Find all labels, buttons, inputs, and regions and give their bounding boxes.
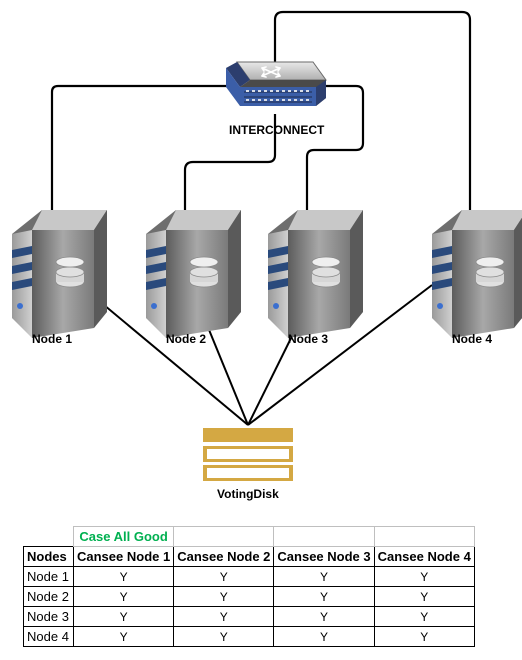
table-title: Case All Good bbox=[72, 526, 175, 547]
cell-value: Y bbox=[273, 586, 375, 607]
column-header: Cansee Node 1 bbox=[72, 546, 175, 567]
disk-stack-icon bbox=[203, 428, 293, 481]
link-node2-switch bbox=[183, 114, 277, 212]
interconnect-label: INTERCONNECT bbox=[229, 123, 325, 137]
link-node1-disk bbox=[91, 294, 249, 426]
corner-header: Nodes bbox=[23, 546, 74, 567]
link-node3-disk bbox=[247, 319, 301, 426]
cell-value: Y bbox=[273, 626, 375, 647]
link-node1-switch bbox=[50, 84, 234, 212]
node-2-label: Node 2 bbox=[166, 332, 207, 346]
cluster-diagram: INTERCONNECT Node 1 Node 2 Node 3 Node 4… bbox=[12, 10, 522, 501]
server-icon-node2 bbox=[146, 210, 241, 338]
cell-value: Y bbox=[72, 566, 175, 587]
voting-disk-label: VotingDisk bbox=[217, 487, 279, 501]
cell-value: Y bbox=[72, 626, 175, 647]
row-name: Node 4 bbox=[23, 626, 74, 647]
table-caption-row: Case All Good bbox=[24, 526, 475, 547]
network-switch-icon bbox=[226, 61, 327, 106]
table-row: Node 2 Y Y Y Y bbox=[23, 586, 475, 607]
node-1-label: Node 1 bbox=[32, 332, 73, 346]
link-node4-switch bbox=[273, 10, 472, 212]
cell-value: Y bbox=[173, 626, 275, 647]
server-icon-node4 bbox=[432, 210, 522, 338]
visibility-table: Case All Good Nodes Cansee Node 1 Cansee… bbox=[23, 526, 475, 647]
cell-value: Y bbox=[273, 566, 375, 587]
row-name: Node 1 bbox=[23, 566, 74, 587]
link-node3-switch bbox=[305, 84, 365, 212]
cell-value: Y bbox=[373, 626, 475, 647]
cell-value: Y bbox=[373, 566, 475, 587]
column-header: Cansee Node 4 bbox=[373, 546, 475, 567]
cell-value: Y bbox=[373, 586, 475, 607]
cell-value: Y bbox=[173, 566, 275, 587]
diagram-canvas bbox=[12, 10, 522, 481]
disk-platter bbox=[55, 256, 85, 288]
cell-value: Y bbox=[373, 606, 475, 627]
table-row: Node 1 Y Y Y Y bbox=[23, 566, 475, 587]
server-icon-node3 bbox=[268, 210, 363, 338]
server-icon-node1 bbox=[12, 210, 107, 338]
table-row: Node 3 Y Y Y Y bbox=[23, 606, 475, 627]
cell-value: Y bbox=[173, 586, 275, 607]
interconnect-links bbox=[50, 10, 472, 212]
link-node4-disk bbox=[247, 284, 433, 426]
table-header-row: Nodes Cansee Node 1 Cansee Node 2 Cansee… bbox=[23, 546, 475, 567]
cell-value: Y bbox=[173, 606, 275, 627]
node-4-label: Node 4 bbox=[452, 332, 493, 346]
cell-value: Y bbox=[72, 606, 175, 627]
node-3-label: Node 3 bbox=[288, 332, 329, 346]
cell-value: Y bbox=[72, 586, 175, 607]
column-header: Cansee Node 2 bbox=[173, 546, 275, 567]
table-row: Node 4 Y Y Y Y bbox=[23, 626, 475, 647]
row-name: Node 3 bbox=[23, 606, 74, 627]
row-name: Node 2 bbox=[23, 586, 74, 607]
voting-disk-links bbox=[91, 284, 433, 426]
cell-value: Y bbox=[273, 606, 375, 627]
link-node2-disk bbox=[204, 319, 249, 426]
column-header: Cansee Node 3 bbox=[273, 546, 375, 567]
